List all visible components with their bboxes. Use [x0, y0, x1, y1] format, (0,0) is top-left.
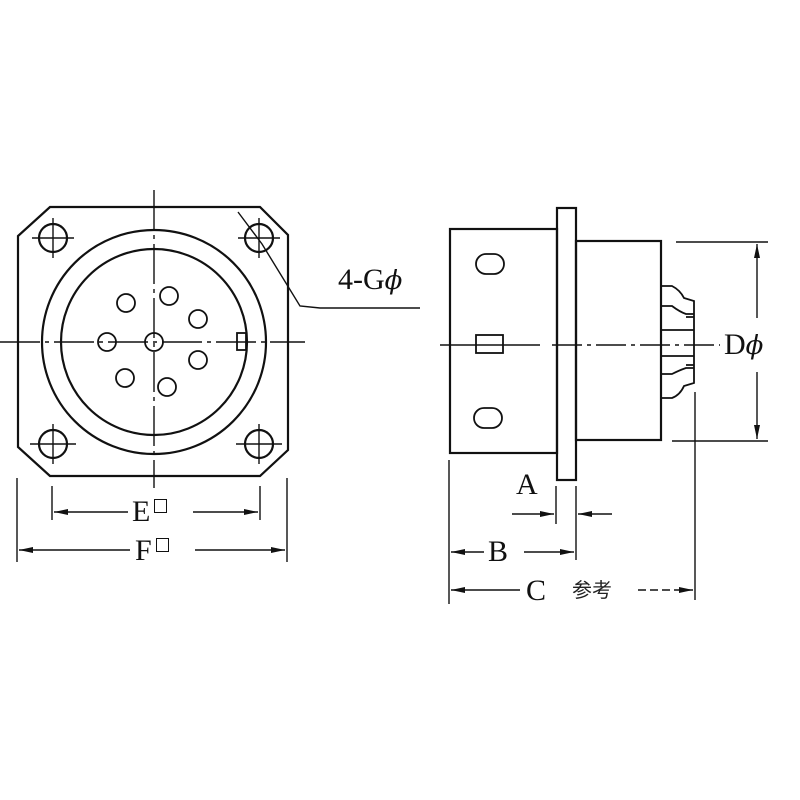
solder-terminals: [661, 285, 695, 399]
contact-hole: [157, 377, 177, 397]
key-rect: [475, 334, 504, 354]
contact-hole: [188, 350, 208, 370]
contact-hole: [116, 293, 136, 313]
dimension-d-label: Dϕ: [724, 330, 763, 360]
contact-hole: [159, 286, 179, 306]
bayonet-slot: [473, 407, 503, 429]
front-body: [574, 239, 663, 442]
dimension-f-label: F: [135, 536, 169, 566]
diameter-symbol: ϕ: [745, 331, 764, 361]
dimension-e-label: E: [132, 495, 168, 528]
square-symbol: [155, 538, 169, 552]
dimension-c-label: C: [526, 574, 547, 607]
dim-f-text: F: [135, 534, 152, 567]
dimension-b-label: B: [488, 535, 509, 568]
dim-e-text: E: [132, 495, 151, 528]
bayonet-slot: [475, 253, 505, 275]
contact-hole: [115, 368, 135, 388]
mounting-hole-label: 4-Gϕ: [338, 265, 402, 295]
reference-note: 参考: [572, 578, 612, 602]
flange-plate: [555, 206, 578, 482]
mounting-hole-text: 4-G: [338, 263, 385, 296]
dim-d-text: D: [724, 328, 746, 361]
dimension-a-label: A: [516, 468, 538, 501]
contact-hole: [188, 309, 208, 329]
flange-outline: [16, 205, 290, 478]
diameter-symbol: ϕ: [384, 266, 403, 296]
square-symbol: [154, 499, 168, 513]
